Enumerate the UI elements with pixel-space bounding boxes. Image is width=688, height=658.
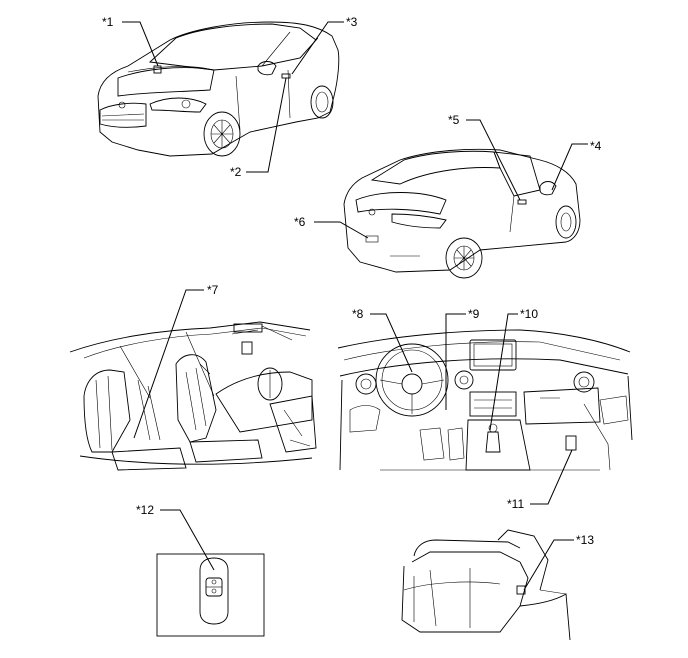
leader-lines xyxy=(122,21,588,591)
callout-10: *10 xyxy=(520,307,538,321)
callout-3: *3 xyxy=(346,15,358,29)
cabin-side-interior-illustration xyxy=(69,321,317,471)
callout-9: *9 xyxy=(468,307,480,321)
front-car-illustration xyxy=(97,21,340,157)
callout-4: *4 xyxy=(590,139,602,153)
callout-11: *11 xyxy=(507,497,524,511)
callout-6: *6 xyxy=(294,215,306,229)
callout-12: *12 xyxy=(136,503,154,517)
callout-13: *13 xyxy=(576,533,594,547)
callout-7: *7 xyxy=(207,283,219,297)
callout-labels: *1 *2 *3 *4 *5 *6 *7 *8 *9 *10 *11 *12 *… xyxy=(102,15,602,547)
open-trunk-illustration xyxy=(401,529,571,641)
callout-5: *5 xyxy=(448,113,460,127)
callout-8: *8 xyxy=(352,307,364,321)
callout-2: *2 xyxy=(230,165,242,179)
callout-1: *1 xyxy=(102,15,114,29)
rear-car-illustration xyxy=(343,148,581,279)
smart-key-fob-illustration xyxy=(156,553,265,637)
dashboard-cockpit-illustration xyxy=(337,329,633,471)
